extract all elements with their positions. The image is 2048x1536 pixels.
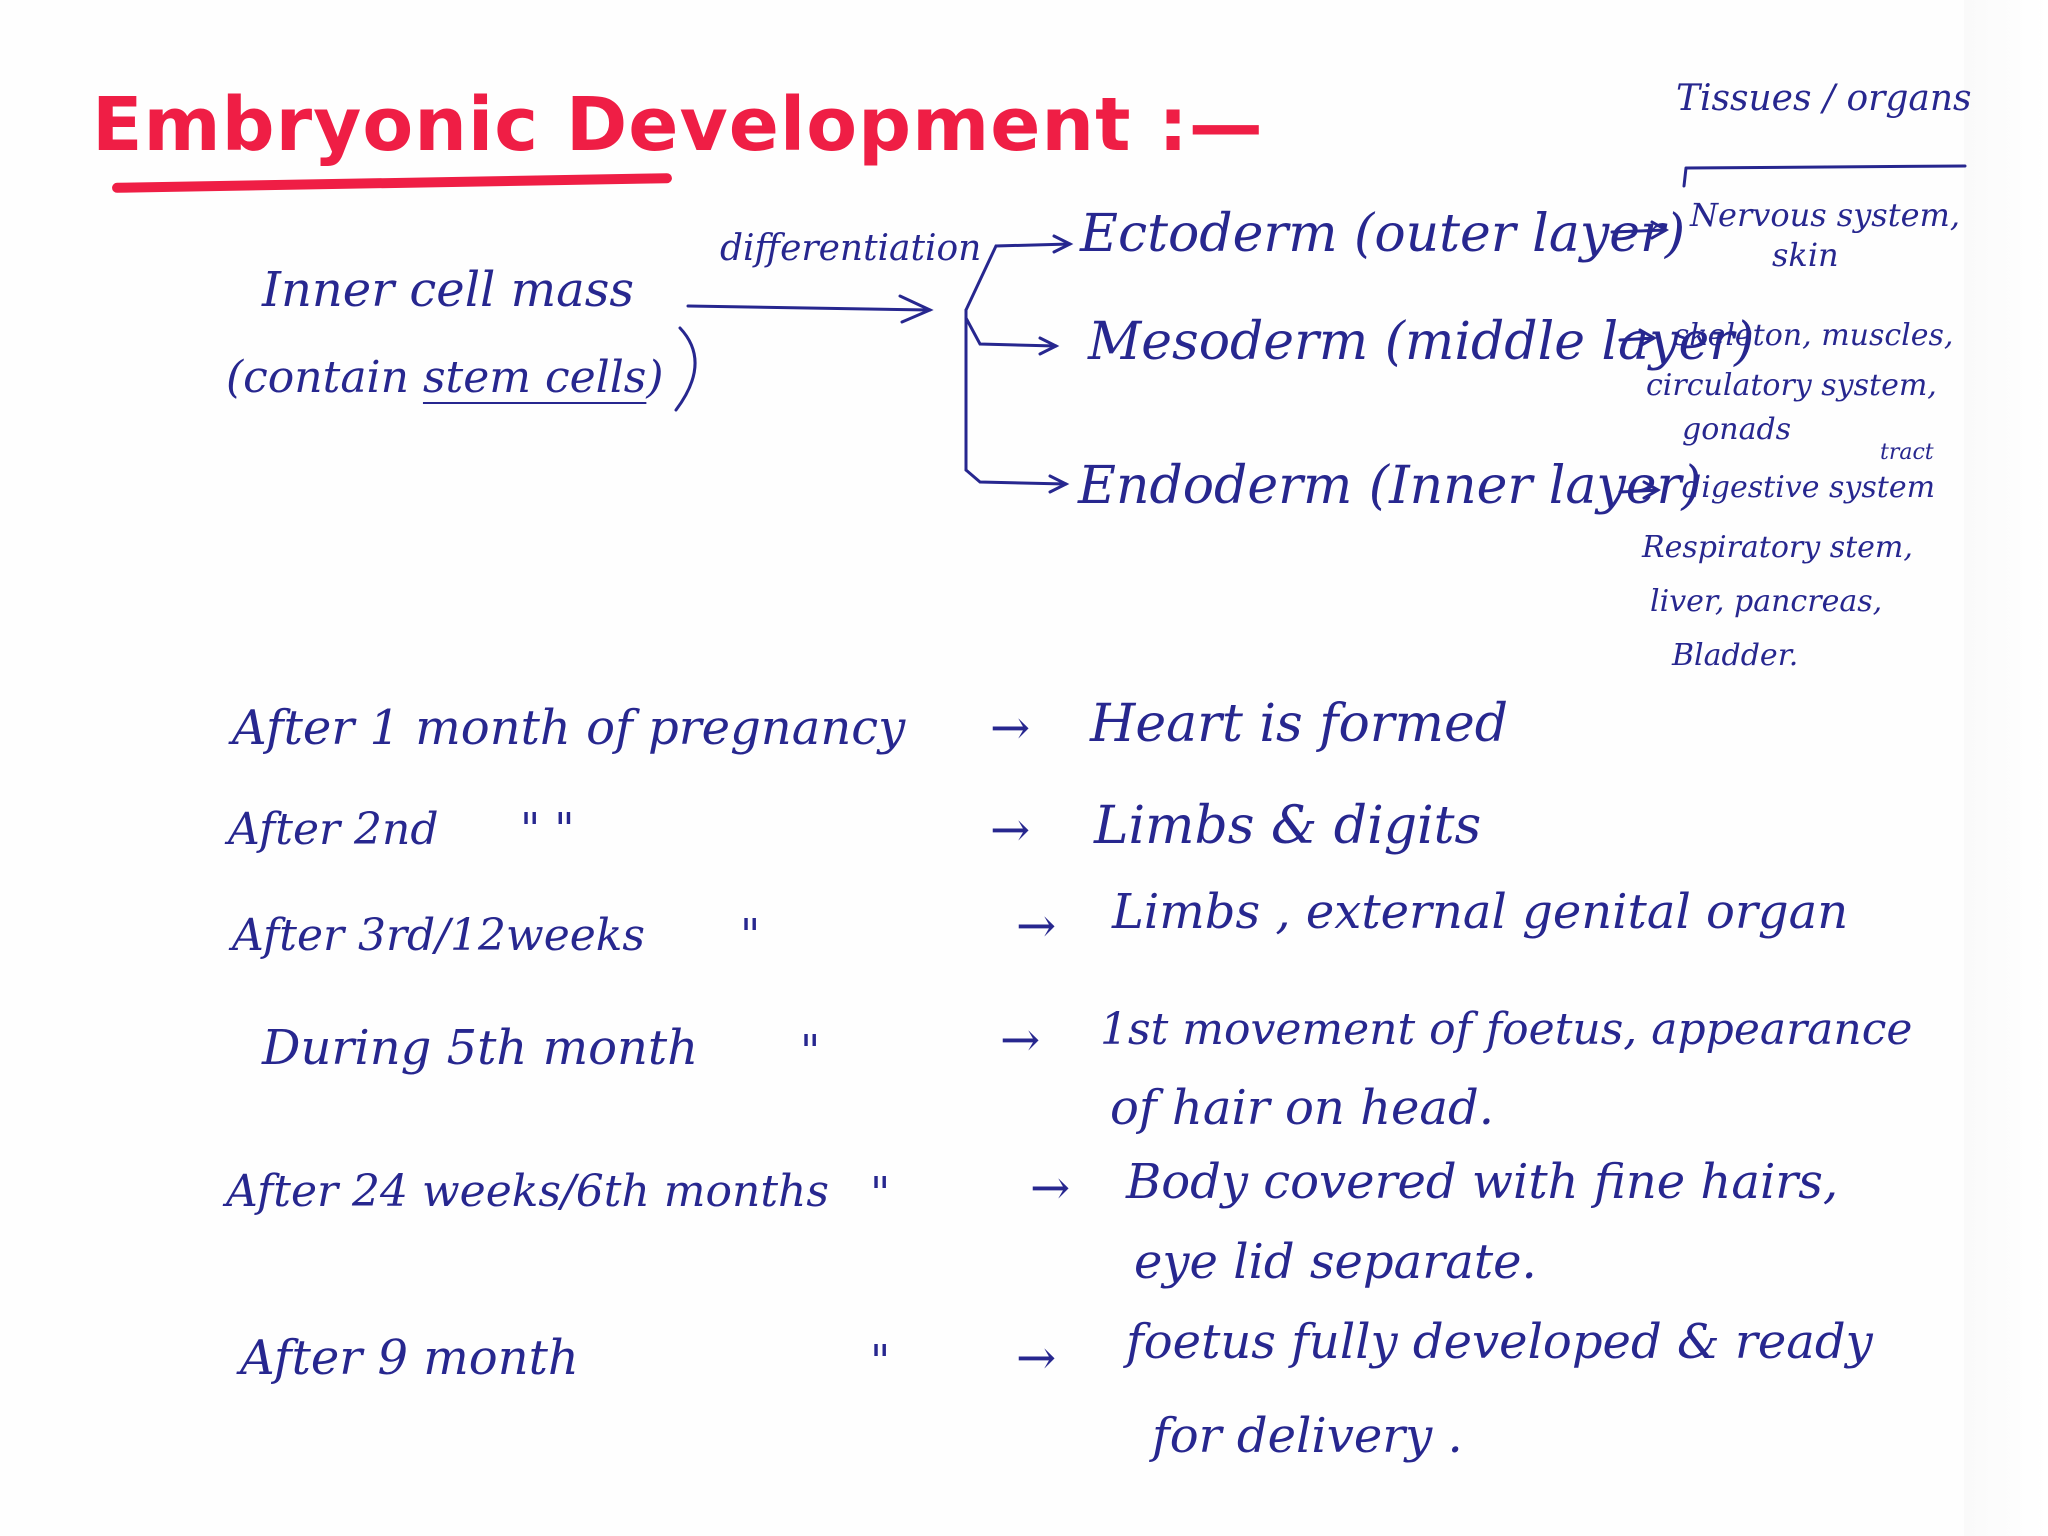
mesoderm-organ: gonads	[1682, 412, 1792, 447]
timeline-event: Limbs , external genital organ	[1112, 884, 1849, 940]
timeline-when: After 24 weeks/6th months	[226, 1166, 829, 1217]
endoderm-overwrite: tract	[1880, 440, 1934, 465]
ectoderm-label: Ectoderm (outer layer)	[1080, 204, 1686, 264]
timeline-mark: "	[870, 1168, 891, 1219]
timeline-arrow: →	[1016, 1330, 1057, 1386]
page-edge	[1964, 0, 2048, 1536]
timeline-when: During 5th month	[262, 1020, 699, 1076]
endoderm-organ: Bladder.	[1672, 638, 1799, 673]
mesoderm-organ: circulatory system,	[1646, 368, 1937, 403]
mesoderm-label: Mesoderm (middle layer)	[1088, 312, 1755, 372]
timeline-event: Limbs & digits	[1094, 796, 1482, 856]
timeline-mark: "	[800, 1026, 821, 1077]
timeline-when: After 3rd/12weeks	[232, 910, 646, 961]
ectoderm-organ: Nervous system,	[1690, 196, 1961, 234]
endoderm-organ: liver, pancreas,	[1650, 584, 1883, 619]
timeline-event: 1st movement of foetus, appearance	[1100, 1004, 1913, 1055]
timeline-when: After 1 month of pregnancy	[232, 700, 906, 756]
timeline-event: Body covered with fine hairs,	[1126, 1154, 1839, 1210]
endoderm-organ: Respiratory stem,	[1642, 530, 1913, 565]
timeline-arrow: →	[1016, 898, 1057, 954]
timeline-mark: "	[870, 1336, 891, 1387]
timeline-event-cont: for delivery .	[1152, 1408, 1463, 1464]
ectoderm-organ: skin	[1772, 236, 1839, 274]
note-prefix: (contain	[226, 352, 423, 403]
timeline-when: After 2nd	[228, 804, 439, 855]
endoderm-label: Endoderm (Inner layer)	[1078, 456, 1702, 516]
timeline-arrow: →	[990, 802, 1031, 858]
timeline-event: Heart is formed	[1090, 694, 1509, 754]
timeline-event-cont: eye lid separate.	[1134, 1234, 1537, 1290]
inner-cell-mass-note: (contain stem cells)	[226, 352, 664, 403]
timeline-when: After 9 month	[240, 1330, 579, 1386]
timeline-arrow: →	[1030, 1160, 1071, 1216]
mesoderm-organ: skeleton, muscles,	[1674, 318, 1954, 353]
inner-cell-mass-label: Inner cell mass	[262, 262, 635, 318]
endoderm-organ: digestive system	[1682, 470, 1936, 505]
note-suffix: )	[646, 352, 664, 403]
corner-label: Tissues / organs	[1676, 78, 1972, 119]
timeline-mark: " "	[520, 804, 575, 855]
page-title: Embryonic Development :—	[92, 82, 1264, 168]
timeline-mark: "	[740, 910, 761, 961]
timeline-arrow: →	[1000, 1012, 1041, 1068]
stem-cells-term: stem cells	[422, 352, 647, 403]
timeline-event-cont: of hair on head.	[1110, 1080, 1494, 1136]
differentiation-label: differentiation	[720, 228, 982, 269]
timeline-event: foetus fully developed & ready	[1126, 1314, 1873, 1370]
timeline-arrow: →	[990, 700, 1031, 756]
